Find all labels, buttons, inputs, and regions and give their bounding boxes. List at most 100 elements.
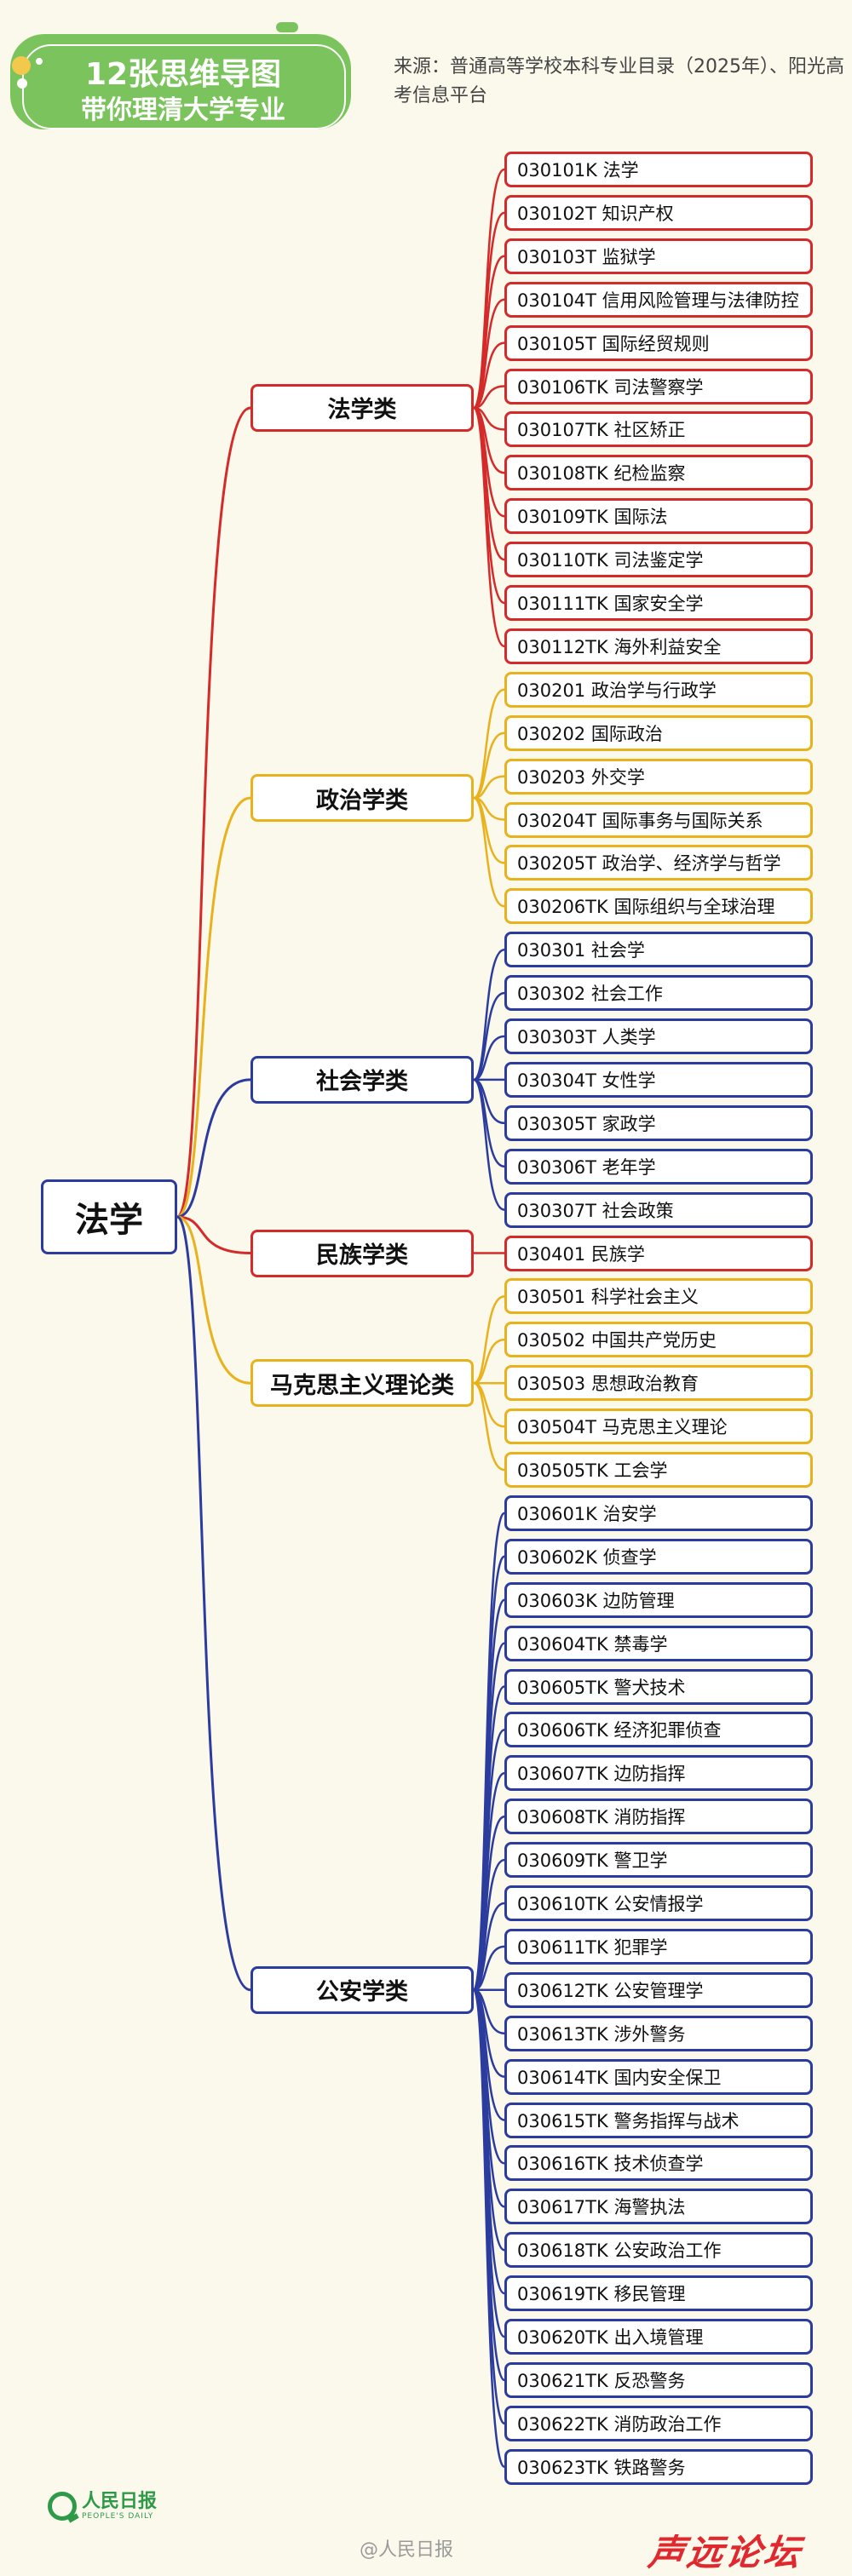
major-item: 030616TK 技术侦查学 <box>504 2145 813 2182</box>
category-to-item-connector <box>473 948 505 1081</box>
major-item: 030503 思想政治教育 <box>504 1365 813 1402</box>
major-item: 030202 国际政治 <box>504 714 813 751</box>
category-node: 政治学类 <box>250 774 474 822</box>
decorative-bar <box>276 22 298 32</box>
major-item: 030618TK 公安政治工作 <box>504 2232 813 2269</box>
category-to-item-connector <box>473 1381 505 1472</box>
category-to-item-connector <box>473 1078 505 1211</box>
root-to-category-connector <box>176 1215 251 1254</box>
major-item: 030505TK 工会学 <box>504 1452 813 1488</box>
category-to-item-connector <box>473 1339 505 1385</box>
major-item: 030613TK 涉外警务 <box>504 2015 813 2051</box>
major-item: 030302 社会工作 <box>504 975 813 1012</box>
major-item: 030205T 政治学、经济学与哲学 <box>504 845 813 881</box>
decorative-dot-white <box>17 78 27 89</box>
logo-subtext: PEOPLE'S DAILY <box>82 2512 154 2521</box>
major-item: 030617TK 海警执法 <box>504 2189 813 2225</box>
major-item: 030605TK 警犬技术 <box>504 1668 813 1705</box>
major-item: 030101K 法学 <box>504 152 813 187</box>
major-item: 030623TK 铁路警务 <box>504 2448 813 2485</box>
site-watermark: 声远论坛 <box>646 2532 806 2573</box>
major-item: 030201 政治学与行政学 <box>504 671 813 708</box>
category-to-item-connector <box>473 1381 505 1428</box>
major-item: 030610TK 公安情报学 <box>504 1885 813 1921</box>
root-to-category-connector <box>176 1215 251 1385</box>
major-item: 030606TK 经济犯罪侦查 <box>504 1712 813 1748</box>
people-daily-logo: 人民日报 PEOPLE'S DAILY <box>48 2485 157 2527</box>
major-item: 030401 民族学 <box>504 1235 813 1271</box>
category-to-item-connector <box>473 796 505 908</box>
major-item: 030105T 国际经贸规则 <box>504 324 813 361</box>
major-item: 030103T 监狱学 <box>504 238 813 274</box>
page-subtitle: 带你理清大学专业 <box>81 95 285 125</box>
major-item: 030612TK 公安管理学 <box>504 1971 813 2008</box>
root-to-category-connector <box>176 406 251 1219</box>
category-to-item-connector <box>473 1945 505 1992</box>
category-to-item-connector <box>473 796 505 864</box>
logo-mark-icon <box>48 2492 77 2521</box>
category-to-item-connector <box>473 298 505 410</box>
major-item: 030106TK 司法警察学 <box>504 368 813 404</box>
major-item: 030619TK 移民管理 <box>504 2275 813 2312</box>
major-item: 030504T 马克思主义理论 <box>504 1408 813 1445</box>
major-item: 030307T 社会政策 <box>504 1191 813 1228</box>
major-item: 030601K 治安学 <box>504 1495 813 1531</box>
major-item: 030603K 边防管理 <box>504 1581 813 1618</box>
major-item: 030306T 老年学 <box>504 1148 813 1185</box>
logo-text: 人民日报 <box>82 2491 158 2512</box>
major-item: 030107TK 社区矫正 <box>504 411 813 448</box>
major-item: 030615TK 警务指挥与战术 <box>504 2102 813 2138</box>
major-item: 030206TK 国际组织与全球治理 <box>504 888 813 925</box>
major-item: 030502 中国共产党历史 <box>504 1322 813 1358</box>
category-node: 社会学类 <box>250 1055 474 1104</box>
major-item: 030607TK 边防指挥 <box>504 1755 813 1792</box>
category-to-item-connector <box>473 991 505 1081</box>
major-item: 030602K 侦查学 <box>504 1538 813 1575</box>
major-item: 030204T 国际事务与国际关系 <box>504 801 813 838</box>
major-item: 030102T 知识产权 <box>504 194 813 231</box>
root-node: 法学 <box>41 1179 177 1254</box>
major-item: 030111TK 国家安全学 <box>504 585 813 621</box>
major-item: 030621TK 反恐警务 <box>504 2361 813 2398</box>
category-to-item-connector <box>473 688 505 800</box>
category-to-item-connector <box>473 385 505 410</box>
root-to-category-connector <box>176 796 251 1219</box>
root-to-category-connector <box>176 1078 251 1219</box>
major-item: 030604TK 禁毒学 <box>504 1625 813 1661</box>
decorative-dot-ring <box>32 55 46 68</box>
major-item: 030614TK 国内安全保卫 <box>504 2058 813 2095</box>
major-item: 030110TK 司法鉴定学 <box>504 542 813 578</box>
source-note: 来源：普通高等学校本科专业目录（2025年）、阳光高考信息平台 <box>394 56 844 106</box>
major-item: 030109TK 国际法 <box>504 498 813 535</box>
root-to-category-connector <box>176 1215 251 1992</box>
category-to-item-connector <box>472 1988 506 2468</box>
category-node: 法学类 <box>250 383 474 432</box>
category-node: 民族学类 <box>250 1229 474 1277</box>
category-node: 公安学类 <box>250 1965 474 2014</box>
major-item: 030501 科学社会主义 <box>504 1278 813 1315</box>
major-item: 030301 社会学 <box>504 932 813 968</box>
major-item: 030611TK 犯罪学 <box>504 1928 813 1965</box>
major-item: 030304T 女性学 <box>504 1061 813 1098</box>
decorative-dot-yellow <box>12 56 31 75</box>
major-item: 030112TK 海外利益安全 <box>504 628 813 664</box>
category-node: 马克思主义理论类 <box>250 1359 474 1408</box>
major-item: 030609TK 警卫学 <box>504 1842 813 1879</box>
category-to-item-connector <box>473 775 505 800</box>
major-item: 030608TK 消防指挥 <box>504 1799 813 1835</box>
major-item: 030622TK 消防政治工作 <box>504 2405 813 2441</box>
major-item: 030305T 家政学 <box>504 1104 813 1141</box>
category-to-item-connector <box>473 731 505 800</box>
major-item: 030104T 信用风险管理与法律防控 <box>504 281 813 318</box>
header-badge <box>10 34 351 129</box>
category-to-item-connector <box>473 1035 505 1081</box>
category-to-item-connector <box>473 1295 505 1385</box>
category-to-item-connector <box>472 406 505 648</box>
category-to-item-connector <box>473 341 505 410</box>
major-item: 030108TK 纪检监察 <box>504 455 813 491</box>
major-item: 030620TK 出入境管理 <box>504 2319 813 2355</box>
category-to-item-connector <box>473 1902 505 1992</box>
major-item: 030303T 人类学 <box>504 1018 813 1054</box>
major-item: 030203 外交学 <box>504 758 813 795</box>
